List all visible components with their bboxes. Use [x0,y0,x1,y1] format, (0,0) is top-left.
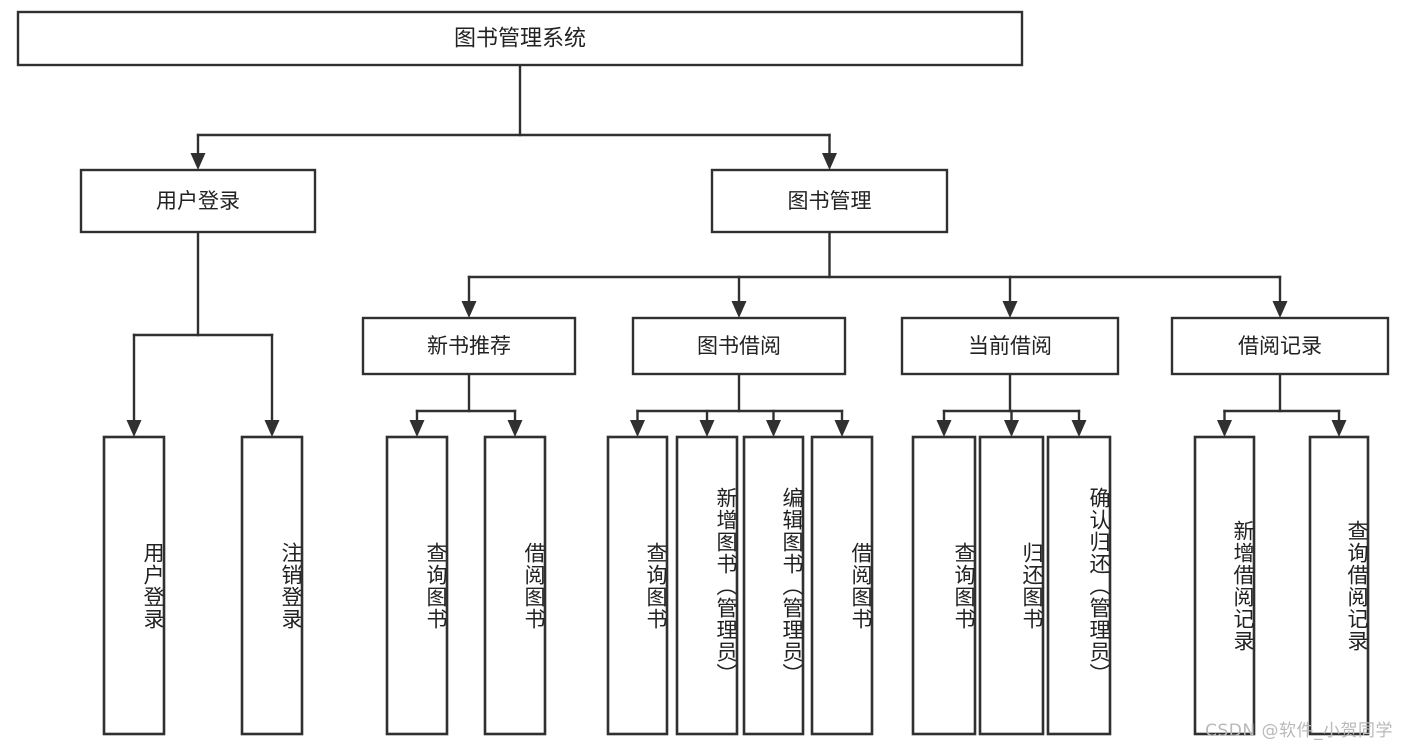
node-leaf-confirm-return[interactable] [1046,435,1112,736]
connector-arrowhead [834,420,850,437]
node-book-manage[interactable] [710,168,949,234]
node-leaf-user-login[interactable] [102,435,166,736]
connector-arrowhead [936,420,952,437]
node-leaf-add-book[interactable] [675,435,739,736]
connector-arrowhead [731,301,747,318]
connector-arrowhead [1272,301,1288,318]
connector-arrowhead [126,420,142,437]
node-book-borrow[interactable] [631,316,847,376]
connector-arrowhead [1331,420,1347,437]
node-leaf-query-book-borrow[interactable] [606,435,669,736]
watermark: CSDN @软件_小贺同学 [1205,721,1393,741]
connector-arrowhead [699,420,715,437]
node-book-manage-label: 图书管理 [788,189,872,213]
node-borrow-record[interactable] [1170,316,1390,376]
connector-group [126,63,1347,437]
node-leaf-borrow-book[interactable] [810,435,874,736]
node-user-login-label: 用户登录 [156,189,240,213]
node-current-borrow-label: 当前借阅 [968,334,1052,358]
connector-arrowhead [630,420,645,437]
node-leaf-add-record[interactable] [1193,435,1256,736]
connector-arrowhead [1071,420,1087,437]
connector-arrowhead [409,420,425,437]
connector-arrowhead [1217,420,1232,437]
connector-arrowhead [1002,301,1018,318]
node-leaf-user-logout[interactable] [240,435,304,736]
node-book-borrow-label: 图书借阅 [697,334,781,358]
node-leaf-borrow-book-rec[interactable] [483,435,547,736]
node-root-label: 图书管理系统 [454,27,586,52]
node-root[interactable] [16,10,1024,67]
node-leaf-query-book-current[interactable] [911,435,977,736]
node-user-login[interactable] [79,168,317,234]
connector-arrowhead [461,301,477,318]
connector-arrowhead [507,420,523,437]
node-leaf-edit-book[interactable] [742,435,805,736]
node-new-book-rec-label: 新书推荐 [427,334,511,358]
node-borrow-record-label: 借阅记录 [1238,334,1322,358]
connector-arrowhead [190,153,206,170]
node-leaf-query-book-rec[interactable] [385,435,449,736]
connector-arrowhead [822,153,837,170]
connector-arrowhead [264,420,280,437]
node-leaf-return-book[interactable] [978,435,1045,736]
connector-arrowhead [766,420,781,437]
node-leaf-query-record[interactable] [1308,435,1370,736]
node-new-book-rec[interactable] [361,316,577,376]
connector-arrowhead [1004,420,1019,437]
node-current-borrow[interactable] [900,316,1120,376]
